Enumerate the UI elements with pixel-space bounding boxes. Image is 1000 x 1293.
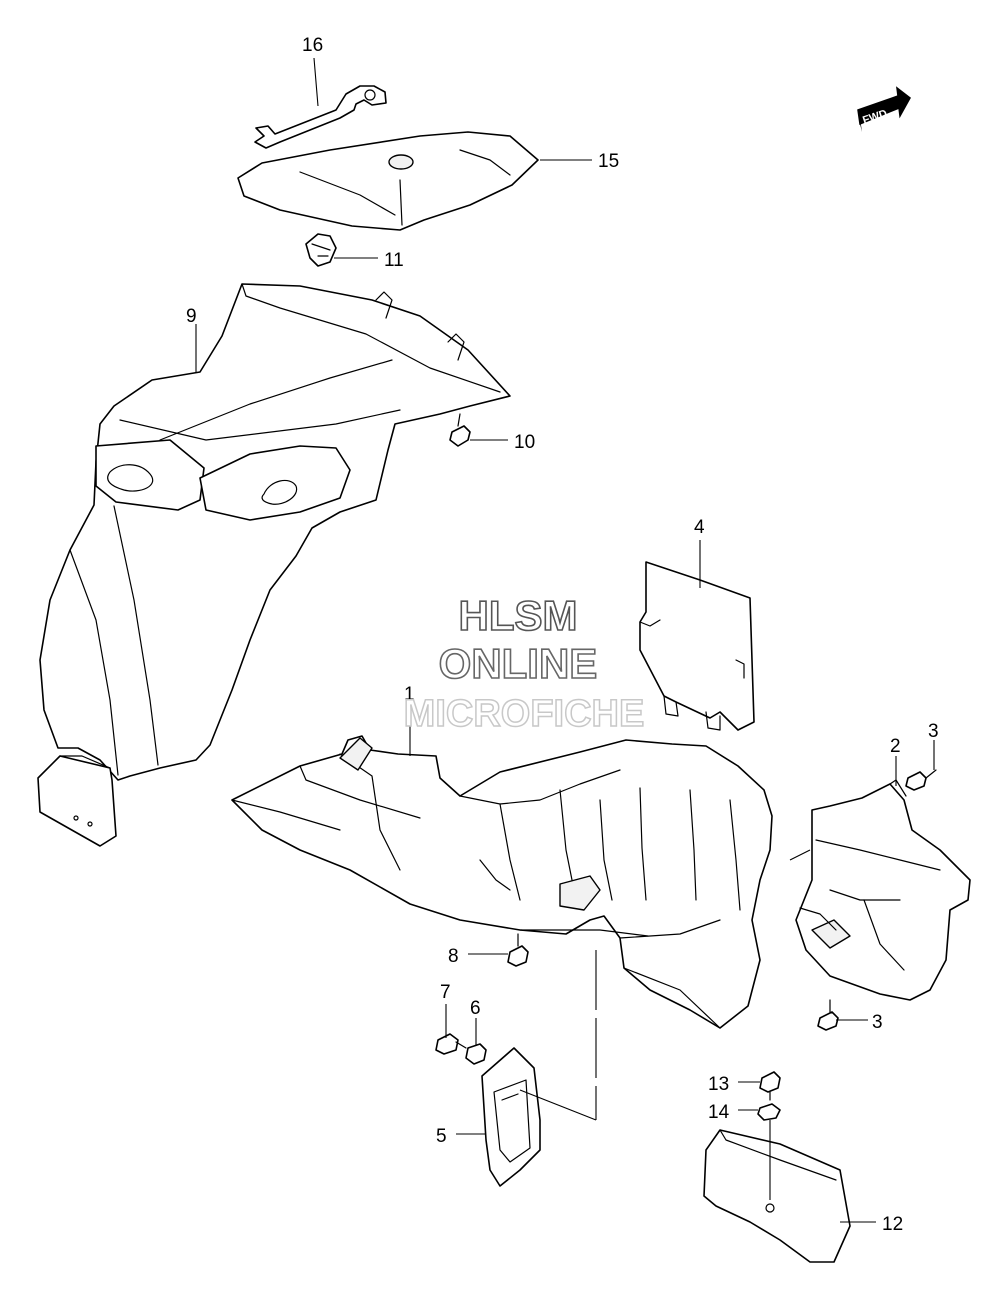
part-11-clip [305,233,337,267]
part-9-rear-fender [37,283,511,847]
part-14-washer [757,1103,781,1121]
forward-arrow-icon: FWD [857,86,911,132]
part-6-collar [465,1043,487,1065]
part-10-screw [449,413,471,447]
callout-5: 5 [436,1126,447,1147]
part-4-plate [639,561,755,731]
callout-12: 12 [882,1214,903,1235]
part-1-tray [231,735,773,1029]
callout-15: 15 [598,151,619,172]
part-16-spanner [254,85,387,149]
callout-13: 13 [708,1074,729,1095]
part-3-screw-upper [905,769,937,791]
part-5-holder [481,1047,541,1187]
watermark-line-2: ONLINE [439,640,598,687]
callout-9: 9 [186,306,197,327]
callout-1: 1 [404,684,415,705]
callout-3-upper: 3 [928,721,939,742]
callout-14: 14 [708,1102,730,1123]
part-15-cover [237,131,539,231]
callout-3-lower: 3 [872,1012,883,1033]
watermark-line-1: HLSM [459,592,578,639]
part-13-bolt [759,1071,781,1101]
leader-lines [195,57,935,1223]
callout-16: 16 [302,35,323,56]
part-12-panel [703,1129,851,1263]
part-2-bracket [795,779,971,1001]
callout-4: 4 [694,517,705,538]
part-3-screw-lower [817,999,839,1031]
callout-6: 6 [470,998,481,1019]
callout-8: 8 [448,946,459,967]
part-8-bolt [507,933,529,967]
watermark: HLSM ONLINE MICROFICHE [403,591,645,736]
callout-2: 2 [890,736,901,757]
callout-10: 10 [514,432,535,453]
watermark-line-3: MICROFICHE [404,693,645,735]
part-7-bolt [435,1033,467,1055]
callout-7: 7 [440,982,451,1003]
callout-11: 11 [384,250,404,271]
callout-labels: 16 15 11 9 10 4 1 2 3 3 8 7 6 5 13 14 12 [186,35,939,1235]
